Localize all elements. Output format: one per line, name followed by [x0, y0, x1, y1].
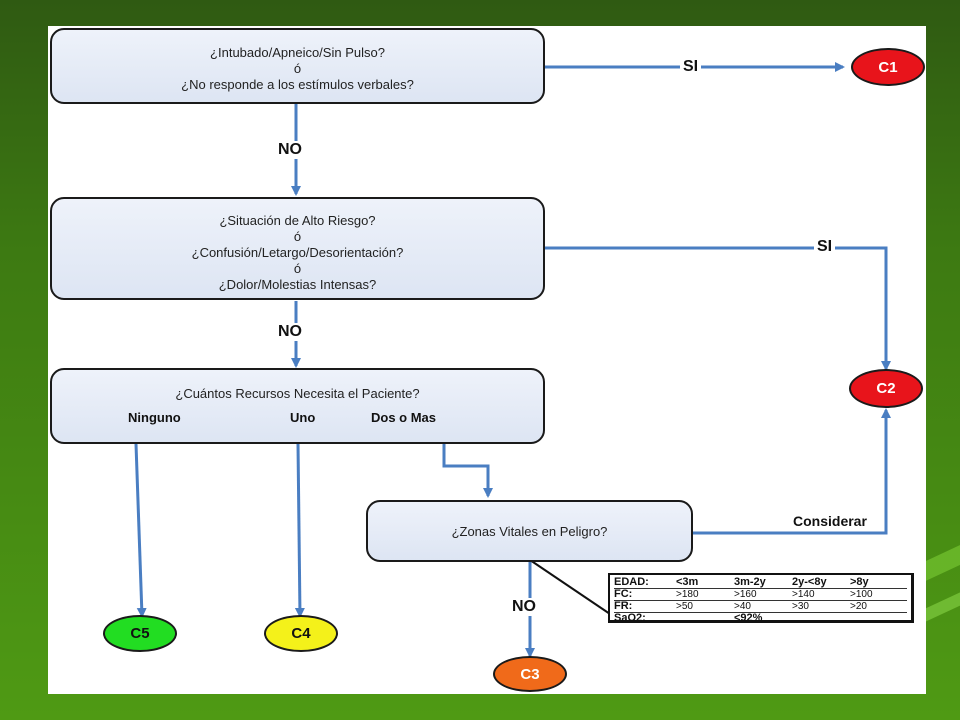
arrow-uno-c4	[294, 443, 305, 618]
flowchart-canvas: ¿Intubado/Apneico/Sin Pulso? ó ¿No respo…	[48, 26, 926, 694]
arrow-ninguno-c5	[134, 443, 147, 618]
label-si: SI	[814, 238, 836, 256]
option-uno: Uno	[290, 410, 316, 425]
triage-node-c5: C5	[103, 615, 177, 652]
vitals-table: EDAD: <3m 3m-2y 2y-<8y >8y FC: >180 >160…	[608, 573, 914, 624]
question-text: ¿Confusión/Letargo/Desorientación?	[191, 245, 404, 260]
triage-node-c1: C1	[851, 48, 925, 86]
vitals-row-sao2: SaO2: <92%	[614, 612, 763, 624]
vitals-header-row: EDAD: <3m 3m-2y 2y-<8y >8y	[614, 577, 907, 589]
triage-node-c3: C3	[493, 656, 567, 692]
question-box-alto-riesgo: ¿Situación de Alto Riesgo? ó ¿Confusión/…	[50, 197, 545, 300]
option-dos-o-mas: Dos o Mas	[371, 410, 437, 425]
question-text: ¿Cuántos Recursos Necesita el Paciente?	[175, 386, 420, 401]
label-considerar: Considerar	[790, 513, 870, 529]
question-box-intubado: ¿Intubado/Apneico/Sin Pulso? ó ¿No respo…	[50, 28, 545, 104]
vitals-row-fc: FC: >180 >160 >140 >100	[614, 589, 907, 601]
question-or: ó	[293, 229, 302, 244]
option-ninguno: Ninguno	[128, 410, 181, 425]
question-or: ó	[293, 261, 302, 276]
question-or: ó	[293, 61, 302, 76]
label-si: SI	[680, 58, 702, 76]
label-no: NO	[275, 141, 305, 159]
question-box-zonas-vitales: ¿Zonas Vitales en Peligro?	[366, 500, 693, 562]
question-box-recursos: ¿Cuántos Recursos Necesita el Paciente?	[50, 368, 545, 444]
question-text: ¿No responde a los estímulos verbales?	[181, 77, 414, 92]
arrow-dos-q4	[442, 444, 493, 498]
vitals-callout-line	[529, 559, 611, 615]
question-text: ¿Zonas Vitales en Peligro?	[451, 524, 608, 539]
question-text: ¿Intubado/Apneico/Sin Pulso?	[210, 45, 385, 60]
arrow-q2-c2	[545, 246, 891, 371]
question-text: ¿Dolor/Molestias Intensas?	[218, 277, 377, 292]
triage-node-c2: C2	[849, 369, 923, 408]
question-text: ¿Situación de Alto Riesgo?	[219, 213, 376, 228]
vitals-row-fr: FR: >50 >40 >30 >20	[614, 601, 907, 613]
label-no: NO	[275, 323, 305, 341]
triage-node-c4: C4	[264, 615, 338, 652]
label-no: NO	[509, 598, 539, 616]
arrow-q4-c2	[693, 408, 891, 535]
